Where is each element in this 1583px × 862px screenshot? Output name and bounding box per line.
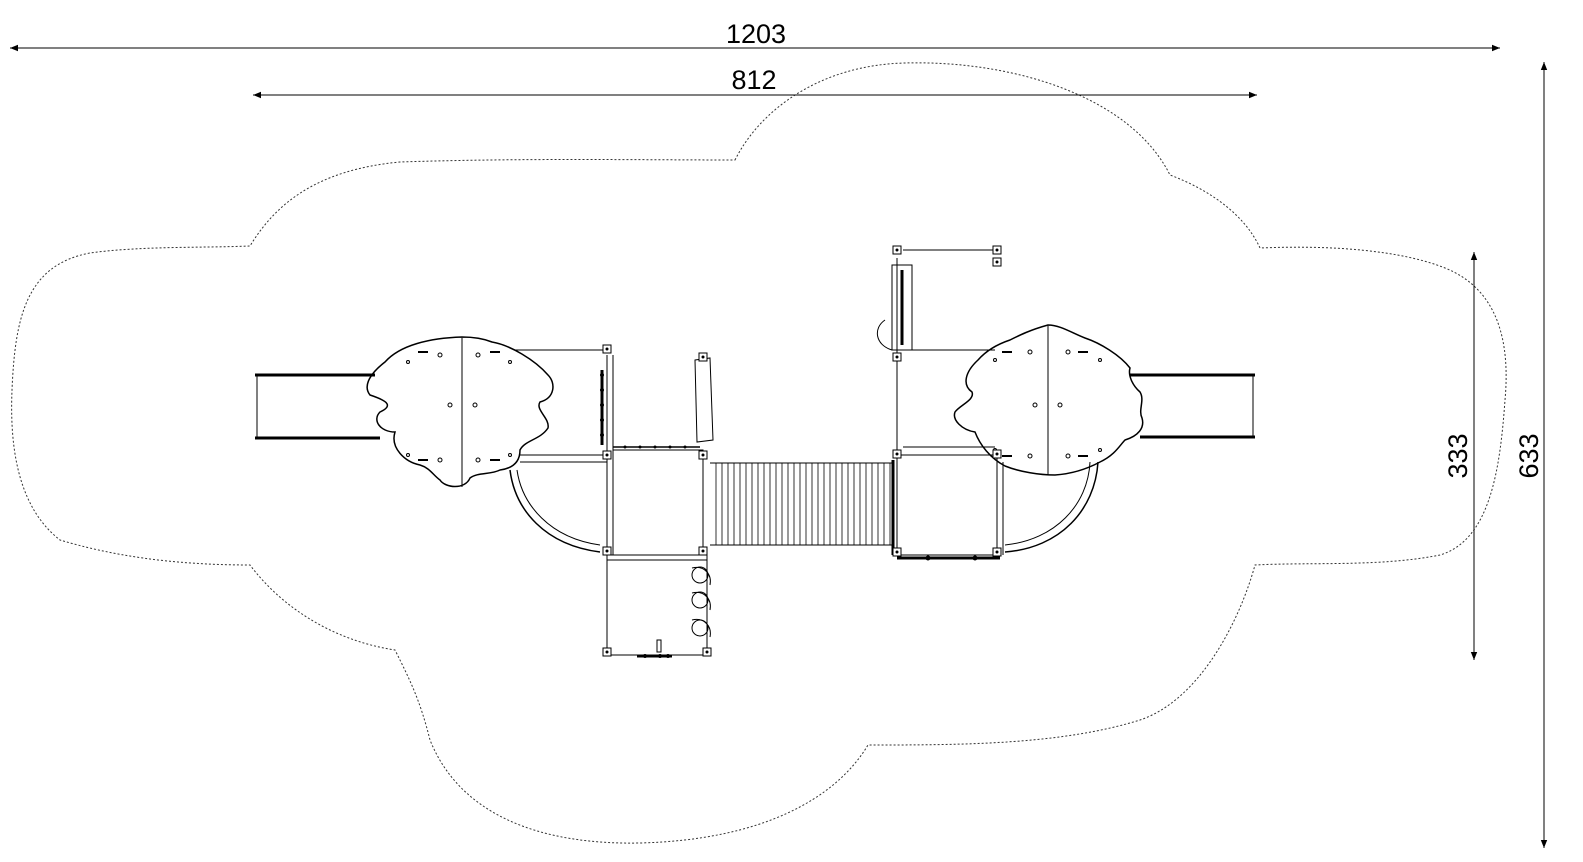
right-leaf-roof (953, 324, 1144, 476)
overall-depth-label: 633 (1514, 433, 1544, 478)
left-platform (509, 349, 614, 655)
overall-depth-dimension: 633 (1514, 62, 1548, 848)
structure-depth-dimension: 333 (1443, 252, 1478, 660)
structure-width-dimension: 812 (253, 65, 1257, 99)
overall-width-dimension: 1203 (10, 19, 1500, 52)
structure-depth-label: 333 (1443, 433, 1473, 478)
overall-width-label: 1203 (726, 19, 786, 49)
left-tower (607, 357, 714, 658)
posts (602, 245, 1002, 657)
right-tower (876, 249, 1099, 561)
right-slide (1130, 373, 1255, 439)
tunnel-bridge (710, 462, 893, 546)
left-slide (255, 373, 380, 440)
safety-zone-outline (11, 62, 1507, 844)
structure-width-label: 812 (731, 65, 776, 95)
left-leaf-roof (366, 336, 554, 488)
